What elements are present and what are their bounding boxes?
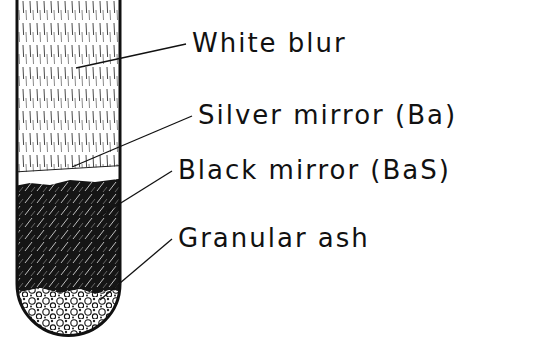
leader-line: [100, 239, 172, 300]
layer-label: White blur: [192, 30, 347, 56]
layer-label: Silver mirror (Ba): [198, 102, 457, 128]
leader-line: [100, 171, 172, 216]
black-mirror-layer: [10, 178, 125, 294]
leader-line: [72, 116, 192, 167]
layer-label: Granular ash: [178, 225, 370, 251]
leader-line: [76, 44, 186, 68]
test-tube-outline: [17, 0, 120, 336]
tube-contents: [0, 0, 140, 341]
layer-label: Black mirror (BaS): [178, 157, 451, 183]
